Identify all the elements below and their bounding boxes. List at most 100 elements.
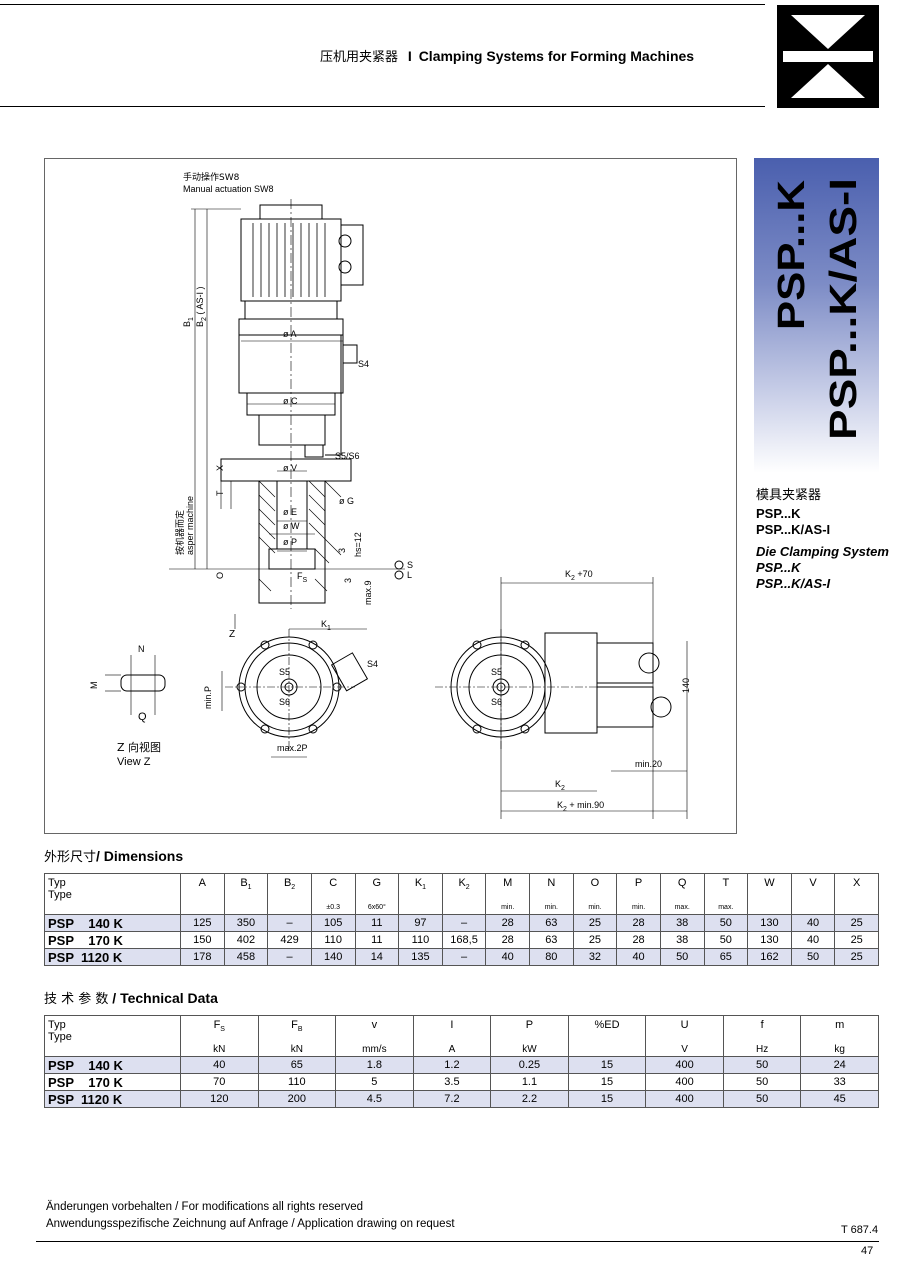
dimensions-title-cn: 外形尺寸 (44, 850, 97, 865)
type-label-en: Type (48, 1031, 72, 1043)
header-title-cn: 压机用夹紧器 (320, 50, 399, 65)
view-z-marker: Z (229, 629, 236, 640)
column-header: FB (257, 1015, 337, 1043)
column-label: P (634, 877, 643, 889)
column-header: P (616, 873, 661, 901)
page-number: 47 (861, 1245, 874, 1257)
column-label: W (764, 877, 775, 889)
dimensions-title: 外形尺寸/ Dimensions (44, 846, 183, 865)
column-note: min. (616, 900, 661, 915)
table-cell: 50 (703, 931, 749, 949)
column-note (834, 900, 879, 915)
column-label: %ED (594, 1019, 620, 1031)
product-line-4: PSP...K/AS-I (756, 576, 831, 591)
column-unit: V (645, 1042, 724, 1057)
dim-max9: max.9 (363, 580, 373, 605)
table-cell: 200 (257, 1090, 337, 1108)
company-logo (777, 5, 879, 108)
product-title-en: Die Clamping System (756, 544, 889, 559)
band-line-1: PSP...K (771, 179, 813, 330)
label-s5s6: S5/S6 (335, 451, 360, 461)
table-cell: 40 (790, 931, 836, 949)
band-text-svg: PSP...K PSP...K/AS-I (771, 178, 865, 440)
column-note (223, 900, 269, 915)
product-line-1: PSP...K (756, 506, 801, 521)
table-cell: 33 (800, 1073, 879, 1091)
dim-dia-p: ø P (283, 537, 298, 547)
column-label: B (240, 877, 248, 889)
table-cell: 150 (180, 931, 225, 949)
column-header: X (834, 873, 879, 901)
column-label: Q (677, 877, 687, 889)
dim-k2: K2 (555, 779, 565, 792)
column-label: X (853, 877, 861, 889)
table-cell: 1.2 (412, 1056, 492, 1074)
column-subscript: B (297, 1026, 303, 1034)
type-label-en: Type (48, 889, 72, 901)
column-unit: Hz (722, 1042, 802, 1057)
column-header: v (335, 1015, 414, 1043)
column-subscript: 2 (465, 884, 470, 892)
column-header: M (485, 873, 530, 901)
table-cell: 65 (257, 1056, 337, 1074)
dim-min-p: min.P (203, 685, 213, 709)
table-cell: 110 (257, 1073, 337, 1091)
table-cell: 130 (747, 914, 792, 932)
column-header: B1 (223, 873, 269, 901)
column-note: ±0.3 (310, 900, 356, 915)
column-note: min. (572, 900, 618, 915)
table-cell: 25 (572, 931, 618, 949)
footer-line-2: Anwendungsspezifische Zeichnung auf Anfr… (46, 1218, 455, 1230)
table-cell: 162 (747, 948, 792, 966)
column-note (790, 900, 836, 915)
table-cell: 130 (747, 931, 792, 949)
column-label: K (414, 877, 423, 889)
column-header: I (412, 1015, 492, 1043)
table-cell: – (267, 914, 312, 932)
column-header: f (722, 1015, 802, 1043)
column-label: K (458, 877, 466, 889)
view-z-en: View Z (117, 756, 151, 768)
table-cell: 3.5 (412, 1073, 492, 1091)
table-cell: 400 (645, 1090, 724, 1108)
table-cell: 429 (267, 931, 312, 949)
label-s5-left: S5 (279, 667, 291, 677)
table-cell: 50 (790, 948, 836, 966)
column-unit: A (412, 1042, 492, 1057)
column-label: V (809, 877, 817, 889)
column-header: W (747, 873, 792, 901)
column-header: C (310, 873, 356, 901)
machine-note-en: asper machine (185, 495, 195, 555)
column-label: P (525, 1019, 534, 1031)
table-cell: 110 (310, 931, 356, 949)
table-cell: 28 (616, 914, 661, 932)
footer-rule (36, 1241, 879, 1242)
table-cell: 400 (645, 1073, 724, 1091)
table-cell: 350 (223, 914, 269, 932)
column-label: F (213, 1019, 221, 1031)
column-header: U (645, 1015, 724, 1043)
product-band (754, 158, 879, 473)
table-cell: 25 (834, 948, 879, 966)
table-cell: 15 (567, 1090, 647, 1108)
dim-dia-a: ø A (283, 329, 297, 339)
column-unit (567, 1042, 647, 1057)
table-cell: 32 (572, 948, 618, 966)
column-header: T (703, 873, 749, 901)
row-type-name: PSP 1120 K (44, 948, 181, 966)
column-header: B2 (267, 873, 312, 901)
logo-mark-icon (783, 15, 873, 98)
table-cell: 105 (310, 914, 356, 932)
column-note: 6x60° (354, 900, 400, 915)
product-titles: 模具夹紧器 PSP...K PSP...K/AS-I Die Clamping … (756, 488, 889, 592)
footer-line-1: Änderungen vorbehalten / For modificatio… (46, 1201, 364, 1213)
dim-min-20: min.20 (635, 759, 663, 769)
table-cell: 5 (335, 1073, 414, 1091)
dim-k2-90: K2 + min.90 (557, 800, 605, 813)
table-cell: 70 (180, 1073, 259, 1091)
table-cell: 40 (180, 1056, 259, 1074)
